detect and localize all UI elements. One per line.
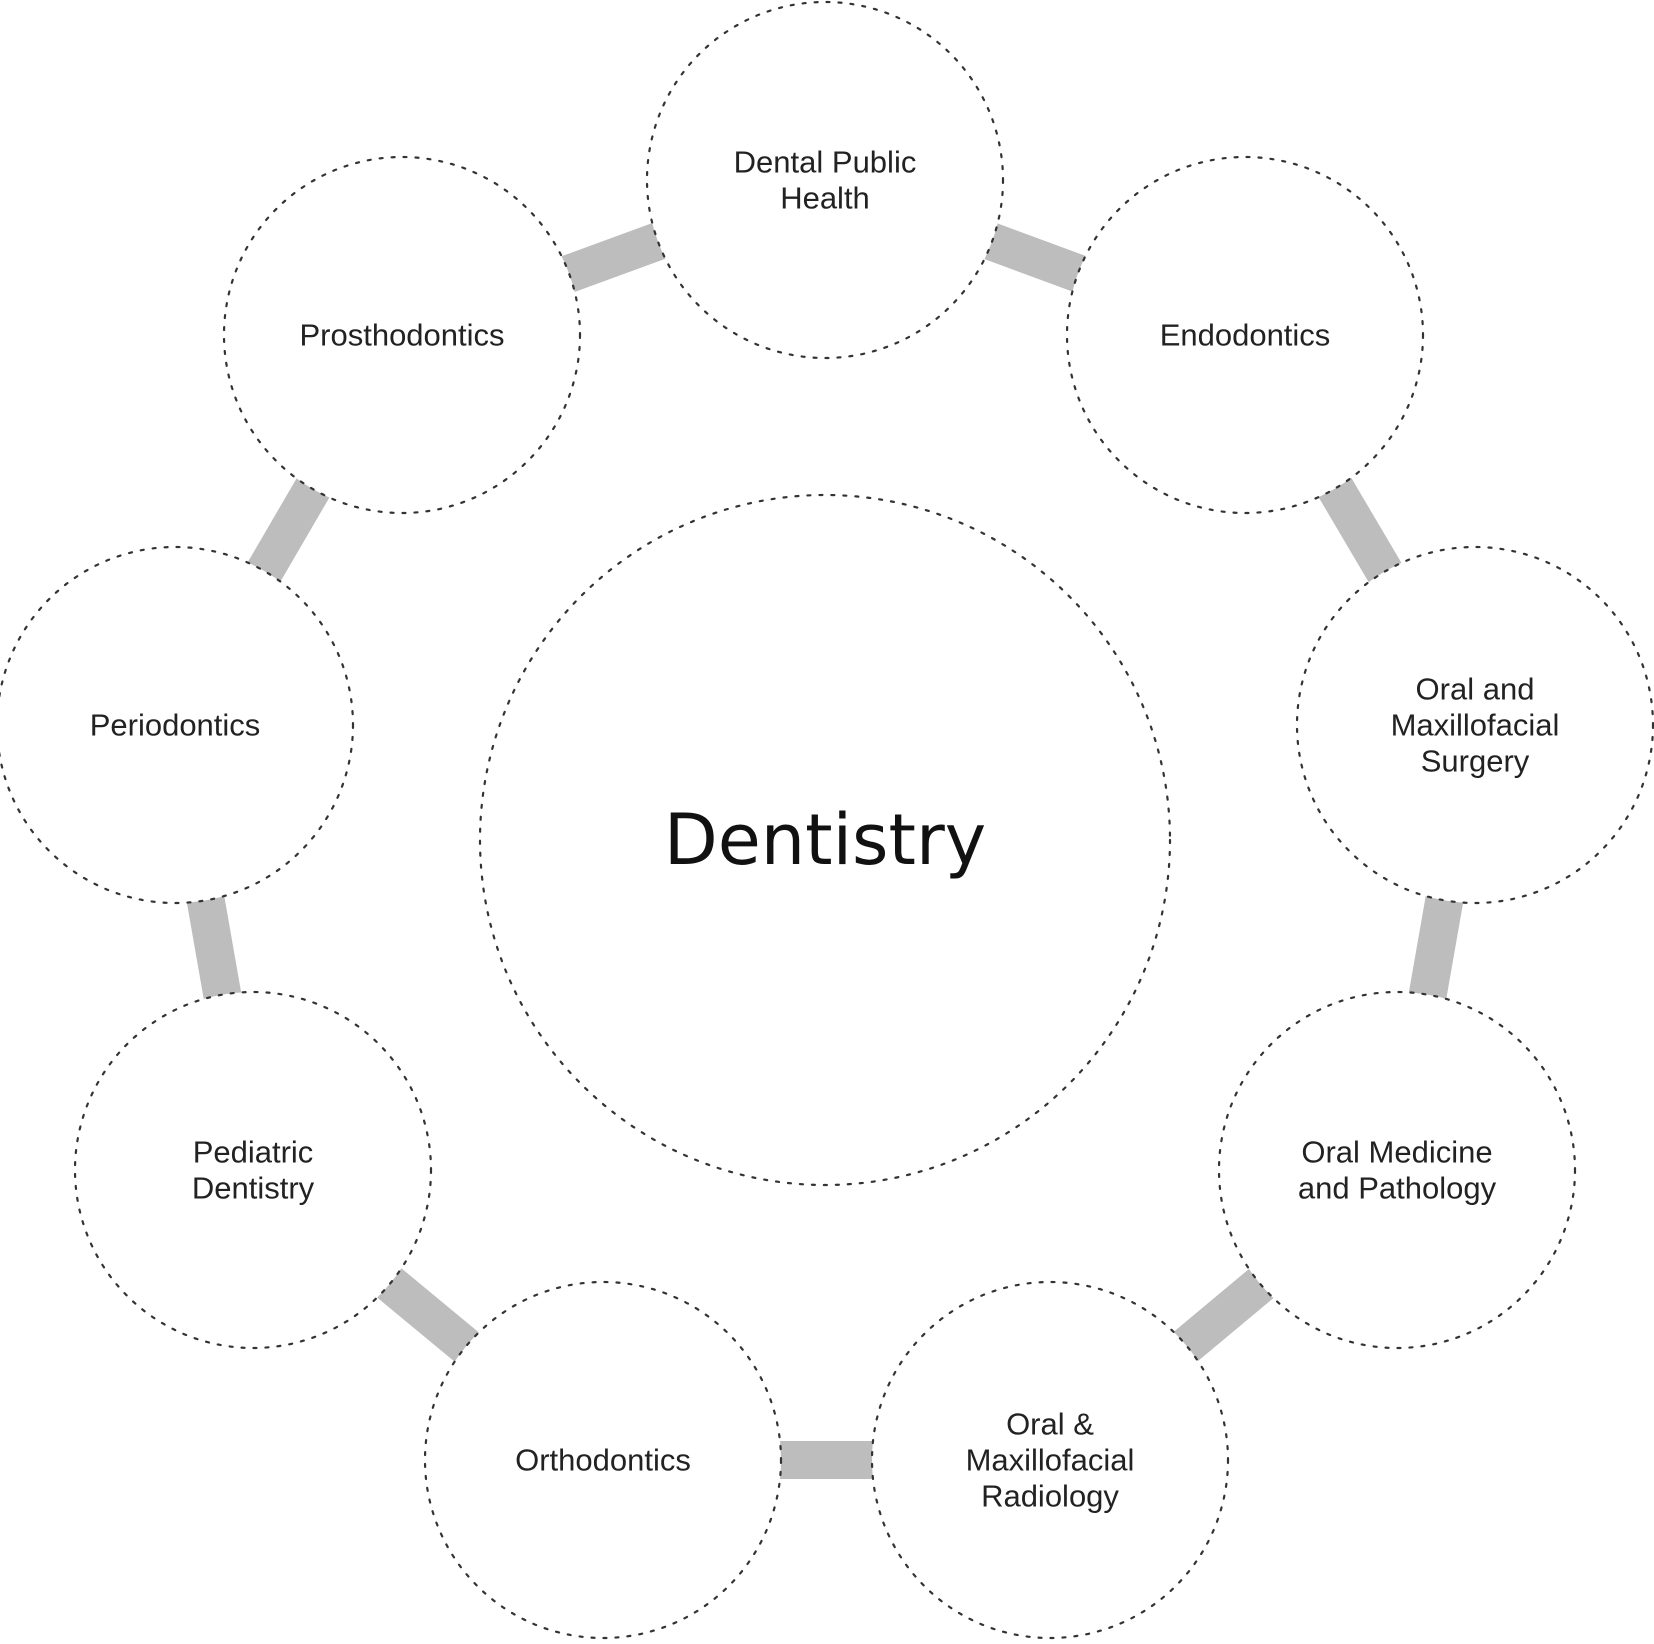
node-circle bbox=[1065, 155, 1425, 515]
node-periodontics: Periodontics bbox=[0, 545, 355, 905]
node-label-line: Orthodontics bbox=[515, 1443, 691, 1478]
node-circle bbox=[222, 155, 582, 515]
node-label-line: Radiology bbox=[981, 1479, 1119, 1514]
node-prosthodontics: Prosthodontics bbox=[222, 155, 582, 515]
connector-periodontics-to-prosthodontics bbox=[241, 468, 336, 592]
node-circle bbox=[73, 990, 433, 1350]
node-label-line: Oral and bbox=[1416, 672, 1535, 707]
node-endodontics: Endodontics bbox=[1065, 155, 1425, 515]
center-circle bbox=[478, 493, 1172, 1187]
connector-dental-public-health-to-endodontics bbox=[972, 218, 1098, 297]
node-label-line: Prosthodontics bbox=[299, 318, 504, 353]
connector-orthodontics-to-pediatric-dentistry bbox=[369, 1262, 487, 1368]
node-circle bbox=[1295, 545, 1654, 905]
node-label-line: Pediatric bbox=[193, 1135, 314, 1170]
node-circle bbox=[1217, 990, 1577, 1350]
connector-endodontics-to-oral-and-maxillofacial-surgery bbox=[1313, 468, 1407, 592]
connector-pediatric-dentistry-to-periodontics bbox=[184, 885, 244, 1010]
node-circle bbox=[0, 545, 355, 905]
connector-oral-and-maxillofacial-surgery-to-oral-medicine-and-pathology bbox=[1406, 885, 1466, 1010]
center-group: Dentistry bbox=[478, 493, 1172, 1187]
connector-oral-maxillofacial-radiology-to-orthodontics bbox=[766, 1441, 887, 1479]
node-label-line: Dental Public bbox=[734, 145, 917, 180]
node-label-line: Oral & bbox=[1006, 1407, 1094, 1442]
node-label-line: Endodontics bbox=[1160, 318, 1331, 353]
center-label: Dentistry bbox=[664, 799, 986, 881]
node-label-line: Periodontics bbox=[90, 708, 261, 743]
connector-layer bbox=[184, 218, 1466, 1479]
node-label-line: Surgery bbox=[1421, 744, 1530, 779]
connector-oral-medicine-and-pathology-to-oral-maxillofacial-radiology bbox=[1165, 1261, 1282, 1369]
node-label-line: Maxillofacial bbox=[1391, 708, 1560, 743]
node-label-line: Maxillofacial bbox=[966, 1443, 1135, 1478]
node-circle bbox=[870, 1280, 1230, 1640]
node-label-line: Oral Medicine bbox=[1301, 1135, 1492, 1170]
node-label-line: and Pathology bbox=[1298, 1171, 1497, 1206]
node-orthodontics: Orthodontics bbox=[423, 1280, 783, 1640]
node-label-line: Health bbox=[780, 181, 870, 216]
node-label-line: Dentistry bbox=[192, 1171, 315, 1206]
node-circle bbox=[423, 1280, 783, 1640]
connector-prosthodontics-to-dental-public-health bbox=[550, 219, 677, 296]
node-circle bbox=[645, 0, 1005, 360]
